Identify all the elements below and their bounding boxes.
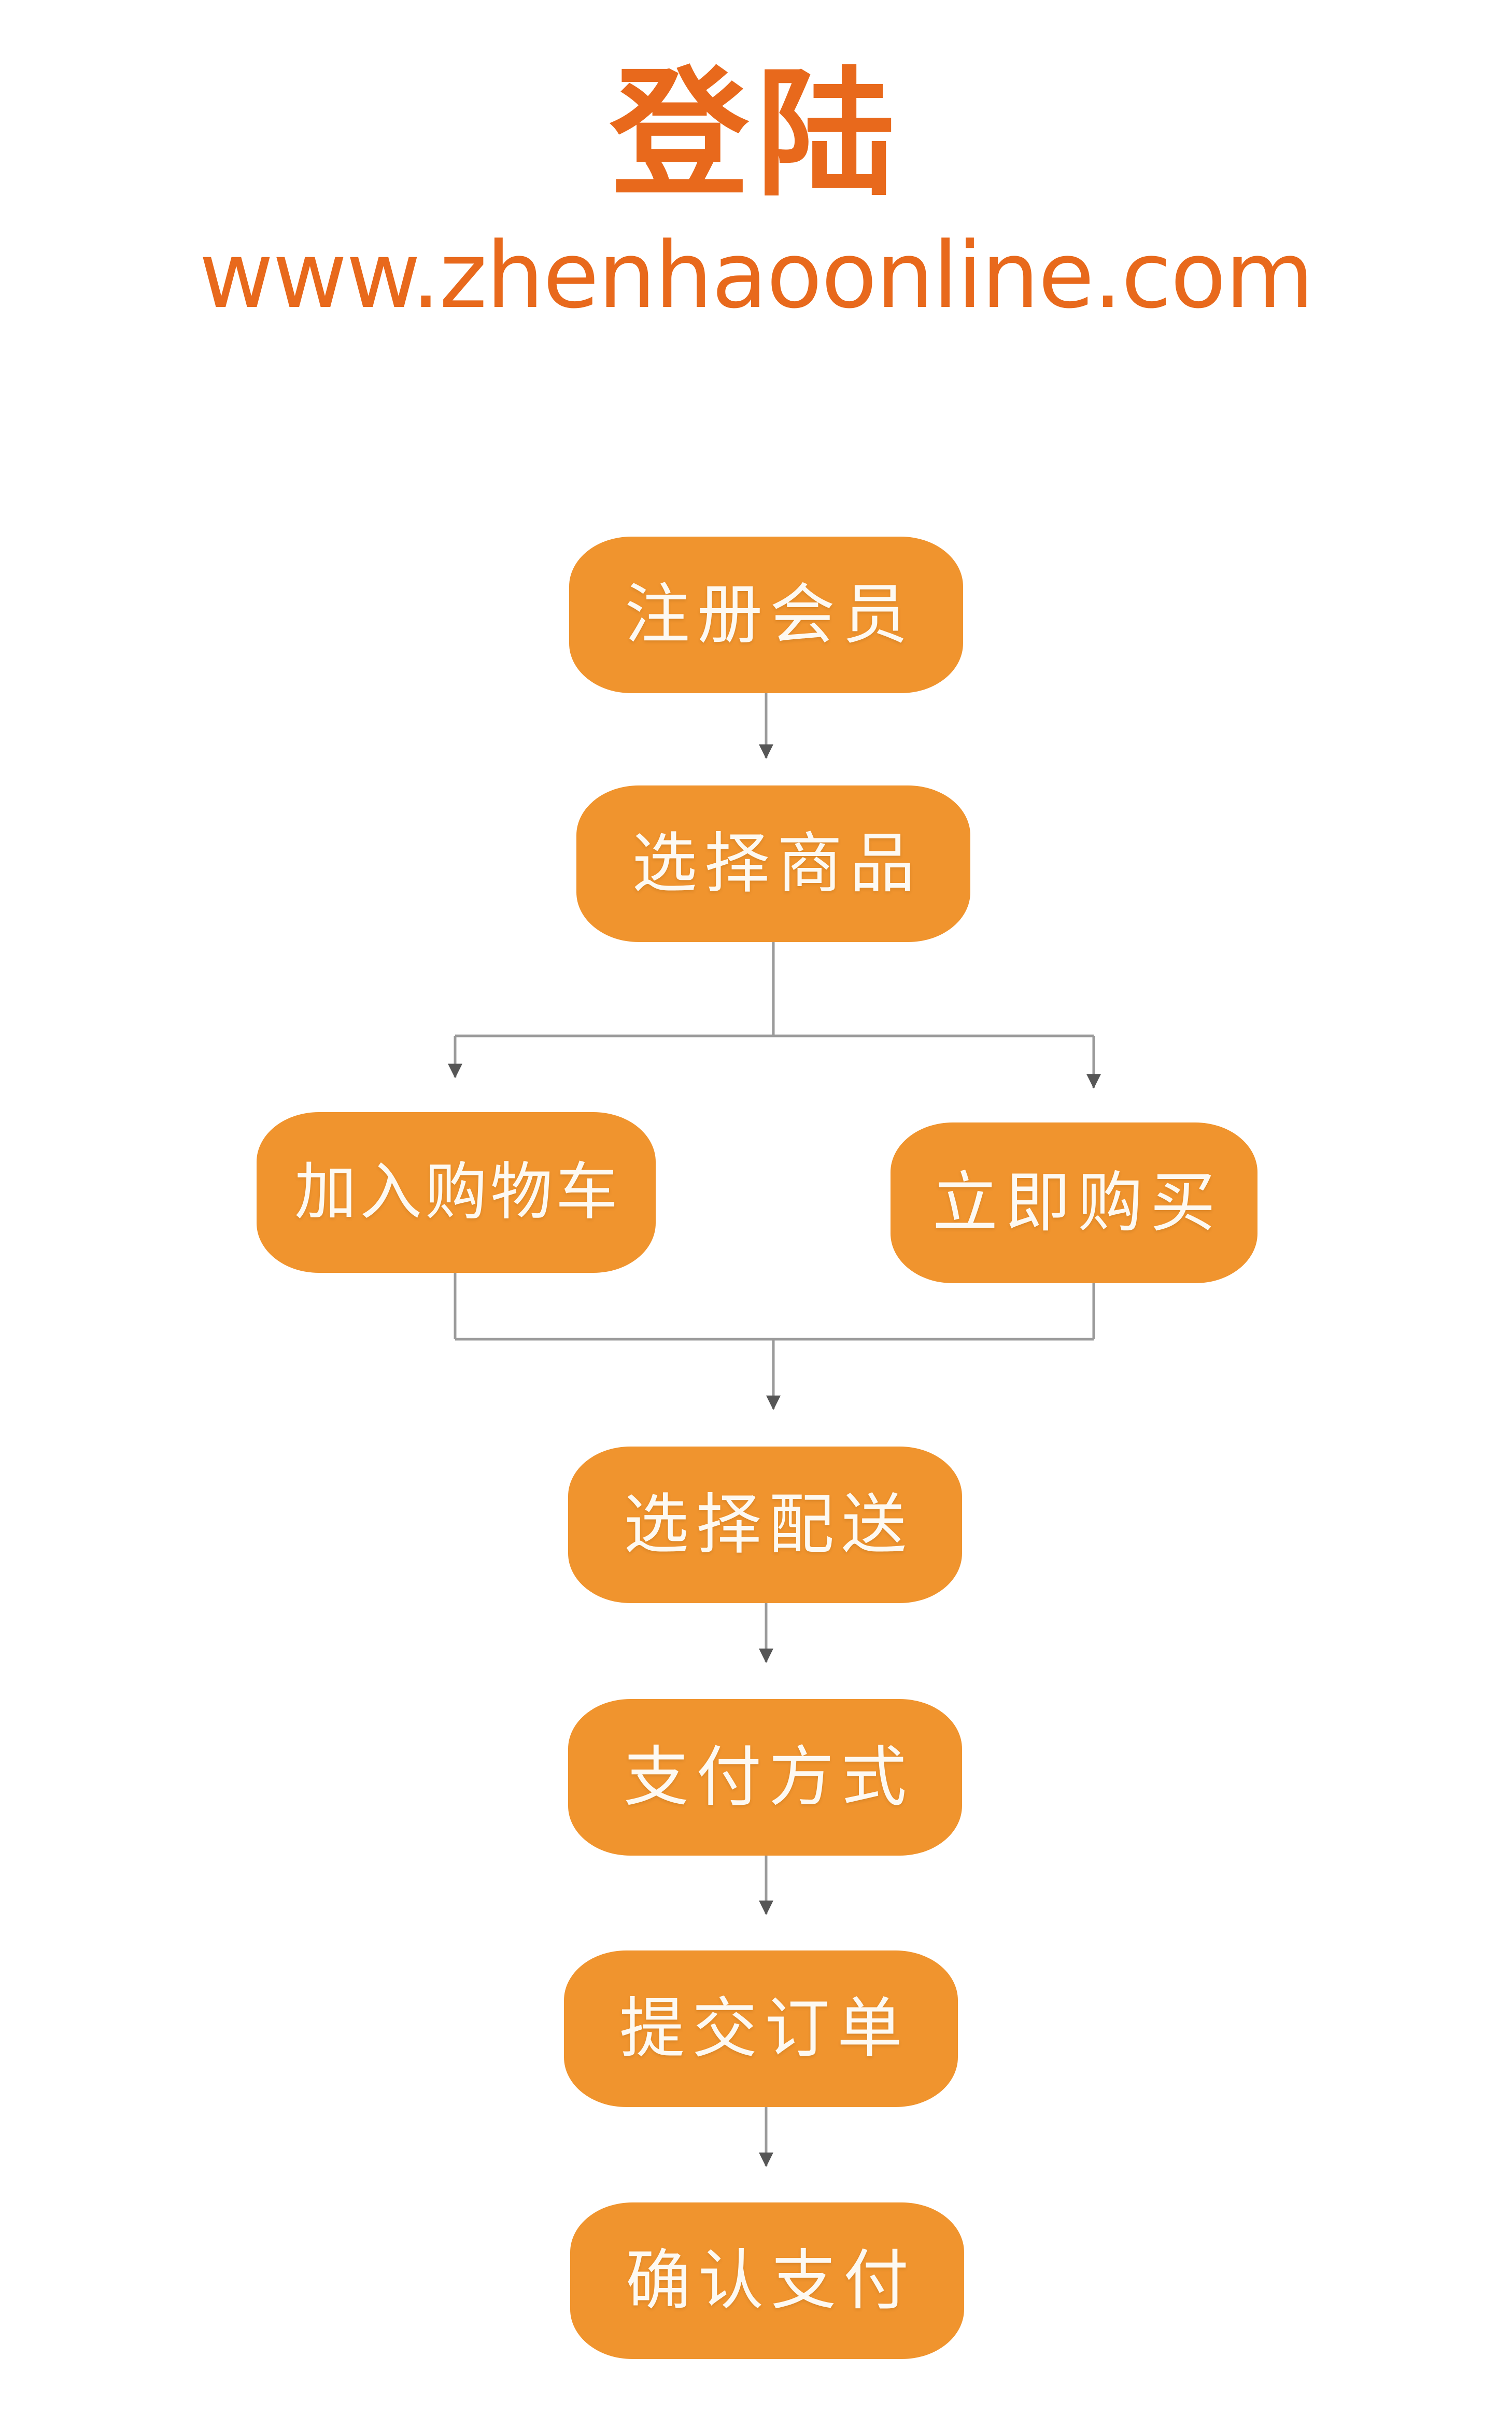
flow-node-label: 支付方式 bbox=[624, 1739, 914, 1815]
flow-node-shipping[interactable]: 选择配送 bbox=[568, 1447, 962, 1603]
flow-node-label: 选择商品 bbox=[632, 825, 922, 902]
flow-node-confirm[interactable]: 确认支付 bbox=[570, 2202, 964, 2359]
flow-node-label: 立即购买 bbox=[932, 1164, 1223, 1241]
flow-node-label: 注册会员 bbox=[625, 577, 915, 653]
flow-node-submit[interactable]: 提交订单 bbox=[564, 1950, 958, 2107]
flow-node-label: 确认支付 bbox=[626, 2242, 916, 2319]
flow-node-label: 加入购物车 bbox=[294, 1156, 621, 1228]
flow-node-payment[interactable]: 支付方式 bbox=[568, 1699, 962, 1856]
flow-node-label: 选择配送 bbox=[624, 1486, 914, 1563]
page-title: 登陆 bbox=[610, 54, 902, 216]
flow-node-register[interactable]: 注册会员 bbox=[569, 537, 963, 693]
website-url: www.zhenhaoonline.com bbox=[199, 222, 1314, 329]
flow-node-cart[interactable]: 加入购物车 bbox=[257, 1112, 656, 1273]
flow-node-select[interactable]: 选择商品 bbox=[576, 785, 970, 942]
flow-node-label: 提交订单 bbox=[619, 1990, 910, 2067]
page-header: 登陆 www.zhenhaoonline.com bbox=[0, 57, 1512, 327]
flow-node-buynow[interactable]: 立即购买 bbox=[891, 1122, 1257, 1283]
